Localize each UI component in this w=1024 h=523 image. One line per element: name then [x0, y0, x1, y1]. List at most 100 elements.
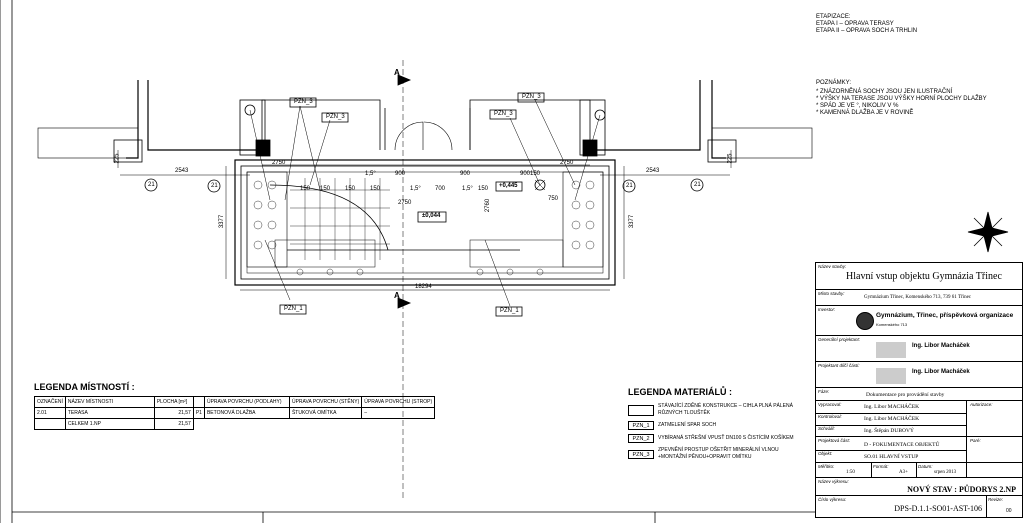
- column-header: ÚPRAVA POVRCHU (PODLAHY): [203, 396, 290, 408]
- level-mark-right: +0,445: [499, 183, 518, 189]
- format: A3+: [899, 470, 908, 475]
- table-cell: ŠTUKOVÁ OMÍTKA: [288, 407, 363, 419]
- dimension-label: 150: [345, 186, 356, 192]
- part-row: Projektová část: D - FOKUMENTACE OBJEKTŮ…: [816, 437, 1022, 463]
- dimension-label: 1,5°: [365, 171, 376, 177]
- level-mark-left: ±0,044: [422, 213, 441, 219]
- project-part: D - FOKUMENTACE OBJEKTŮ: [864, 442, 940, 448]
- material-text: ZPEVNĚNÍ PROSTUP OŠETŘIT MINERÁLNÍ VLNOU…: [658, 447, 779, 460]
- wall-swatch: [628, 404, 654, 416]
- dimension-label: 2750: [560, 160, 574, 166]
- table-cell: [193, 419, 204, 430]
- field-label: Projektová část:: [818, 438, 851, 443]
- field-label: Název stavby:: [818, 264, 847, 269]
- material-item: STÁVAJÍCÍ ZDĚNÉ KONSTRUKCE – CIHLA PLNÁ …: [628, 403, 808, 417]
- dimension-label: 150: [478, 186, 489, 192]
- field-label: Místo stavby:: [818, 291, 845, 296]
- remarks-heading: POZNÁMKY:: [816, 80, 852, 86]
- remark-item: * KAMENNÁ DLAŽBA JE V ROVINĚ: [816, 110, 914, 116]
- axis-label: 21: [211, 183, 218, 189]
- dimension-label-vertical: 3377: [219, 214, 226, 229]
- material-item: PZN_1 ZATMELENÍ SPAR SOCH: [628, 421, 808, 430]
- people-row: Vypracoval: Ing. Libor MACHÁČEK Kontrolo…: [816, 401, 1022, 437]
- table-row: CELKEM 1.NP 21,57: [34, 418, 435, 430]
- dimension-label-vertical: 3377: [629, 214, 636, 229]
- pzn-tag: PZN_2: [628, 434, 654, 443]
- column-header: NÁZEV MÍSTNOSTI: [64, 396, 155, 408]
- dimension-label: 1,5°: [410, 186, 421, 192]
- axis-label: 21: [148, 182, 155, 188]
- general-designer-row: Generální projektant: Ing. Libor Macháče…: [816, 336, 1022, 362]
- remark-item: * SPÁD JE VE °, NIKOLIV V %: [816, 103, 899, 109]
- investor-address: Komenského 713: [876, 322, 908, 327]
- axis-label: 21: [626, 183, 633, 189]
- table-cell: [289, 419, 361, 430]
- dimension-label: 2543: [646, 168, 660, 174]
- slope-label: 2750: [398, 200, 412, 206]
- general-designer-name: Ing. Libor Macháček: [912, 343, 970, 349]
- table-row: 2.01 TERASA 21,57 P1 BETONOVÁ DLAŽBA ŠTU…: [34, 407, 436, 419]
- table-cell: 2.01: [34, 407, 66, 419]
- pzn-tag: PZN_3: [522, 94, 541, 100]
- pzn-tag: PZN_1: [284, 306, 303, 312]
- dimension-label: 2750: [272, 160, 286, 166]
- remark-item: * VÝŠKY NA TERASE JSOU VÝŠKY HORNÍ PLOCH…: [816, 96, 987, 102]
- dimension-label: 150: [320, 186, 331, 192]
- field-label: Objekt:: [818, 451, 833, 456]
- phase: Dokumentace pro provádění stavby: [866, 392, 945, 398]
- field-label: Kontroloval:: [818, 414, 842, 419]
- pzn-tag: PZN_1: [628, 421, 654, 430]
- remarks-notes: POZNÁMKY: * ZNÁZORNĚNÁ SOCHY JSOU JEN IL…: [816, 80, 987, 117]
- axis-label: 21: [694, 182, 701, 188]
- stamp-image: [876, 368, 906, 384]
- field-label: Paré:: [970, 438, 981, 443]
- rooms-legend: LEGENDA MÍSTNOSTÍ : OZNAČENÍ NÁZEV MÍSTN…: [34, 382, 436, 430]
- column-header: ÚPRAVA POVRCHU (STĚNY): [288, 396, 363, 408]
- revision: 00: [1006, 508, 1012, 514]
- field-label: Název výkresu:: [818, 479, 849, 484]
- stamp-image: [876, 342, 906, 358]
- dimension-label: 1,5°: [462, 186, 473, 192]
- column-header: ÚPRAVA POVRCHU (STROP): [361, 396, 436, 408]
- field-label: Vypracoval:: [818, 402, 842, 407]
- pzn-tag: PZN_3: [294, 99, 313, 105]
- stage-item: ETAPA II – OPRAVA SOCH A TRHLIN: [816, 28, 918, 34]
- dimension-label: 900: [460, 171, 471, 177]
- stage-item: ETAPA I – OPRAVA TERASY: [816, 21, 894, 27]
- title-block: Název stavby: Hlavní vstup objektu Gymná…: [815, 262, 1023, 518]
- investor-logo: [856, 312, 874, 330]
- field-label: Schválil:: [818, 426, 835, 431]
- pzn-tag: PZN_3: [628, 449, 654, 459]
- stages-heading: ETAPIZACE:: [816, 14, 851, 20]
- table-cell: P1: [192, 407, 205, 419]
- rooms-legend-title: LEGENDA MÍSTNOSTÍ :: [34, 382, 135, 392]
- table-cell: [362, 419, 435, 430]
- dimension-label: 2543: [175, 168, 189, 174]
- table-cell: –: [361, 407, 436, 419]
- field-label: Investor:: [818, 307, 836, 312]
- dimension-label: 900: [520, 171, 531, 177]
- dimension-label-vertical: 225: [114, 153, 121, 164]
- field-label: Projektant dílčí části:: [818, 363, 860, 368]
- dimension-label: 900: [395, 171, 406, 177]
- pzn-tag: PZN_3: [326, 114, 345, 120]
- investor-row: Investor: Gymnázium, Třinec, příspěvková…: [816, 306, 1022, 336]
- table-cell: 21,57: [153, 418, 194, 430]
- field-label: Autorizace:: [970, 402, 993, 407]
- dimension-label: 700: [435, 186, 446, 192]
- field-label: Revize:: [988, 497, 1004, 502]
- checked-by: Ing. Libor MACHÁČEK: [864, 416, 920, 422]
- drawing-name-row: Název výkresu: NOVÝ STAV : PŮDORYS 2.NP: [816, 478, 1022, 496]
- section-mark-top: A: [394, 68, 400, 77]
- pzn-tag: PZN_1: [500, 308, 519, 314]
- overall-dimension: 18294: [415, 284, 432, 290]
- drawing-number: DPS-D.1.1-SO01-AST-106: [894, 504, 982, 513]
- remark-item: * ZNÁZORNĚNÁ SOCHY JSOU JEN ILUSTRAČNÍ: [816, 89, 953, 95]
- column-header: OZNAČENÍ: [34, 396, 66, 408]
- materials-legend: LEGENDA MATERIÁLŮ : STÁVAJÍCÍ ZDĚNÉ KONS…: [628, 387, 808, 461]
- drawing-number-row: Číslo výkresu: DPS-D.1.1-SO01-AST-106 Re…: [816, 496, 1022, 517]
- material-text: STÁVAJÍCÍ ZDĚNÉ KONSTRUKCE – CIHLA PLNÁ …: [658, 403, 793, 416]
- location-row: Místo stavby: Gymnázium Třinec, Komenské…: [816, 290, 1022, 306]
- field-label: Datum:: [918, 464, 933, 469]
- field-label: Generální projektant:: [818, 337, 861, 342]
